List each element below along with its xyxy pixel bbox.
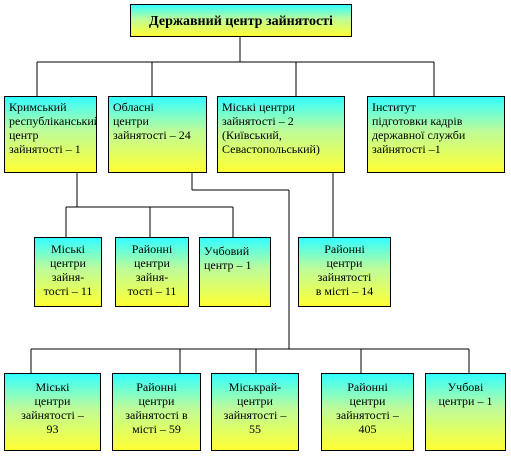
city-node: Міські центри зайнятості – 2 (Київський,… <box>217 96 345 173</box>
institute-node: Інститут підготовки кадрів державної слу… <box>367 96 505 173</box>
oblast-node: Обласні центри зайнятості – 24 <box>108 96 207 173</box>
crimea-node: Кримський республіканський центр зайнято… <box>4 96 97 173</box>
oblast-district-in-city-node: Районні центри зайнятості в місті – 59 <box>112 373 201 451</box>
root-node: Державний центр зайнятості <box>130 4 352 37</box>
crimea-training-center-node: Учбовий центр – 1 <box>199 237 271 307</box>
city-district-centers-node: Районні центри зайнятості в місті – 14 <box>298 237 391 307</box>
oblast-city-centers-node: Міські центри зайнятості – 93 <box>4 373 101 451</box>
crimea-city-centers-node: Міські центри зайня- тості – 11 <box>34 237 102 307</box>
oblast-training-centers-node: Учбові центри – 1 <box>425 373 506 451</box>
oblast-city-district-node: Міськрай- центри зайнятості – 55 <box>211 373 299 451</box>
crimea-district-centers-node: Районні центри зайня- тості – 11 <box>115 237 189 307</box>
oblast-district-centers-node: Районні центри зайнятості – 405 <box>321 373 414 451</box>
